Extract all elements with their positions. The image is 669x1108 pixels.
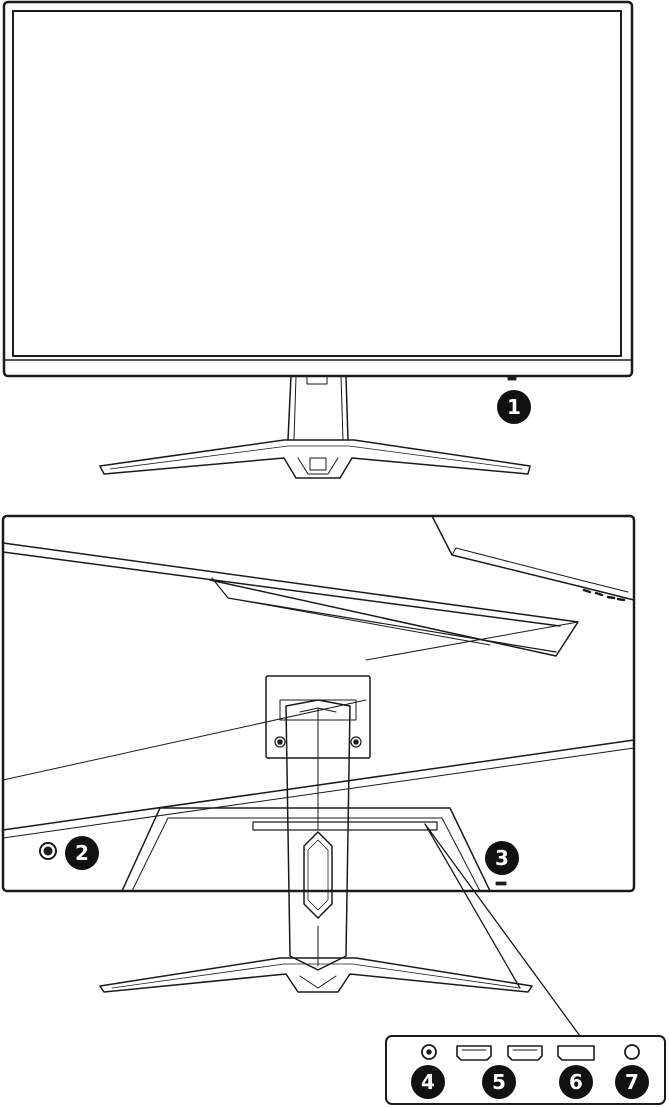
hdmi-port-icon (507, 1045, 543, 1061)
callout-7-label: 7 (625, 1070, 639, 1094)
front-bezel (2, 0, 634, 378)
dc-jack-icon (421, 1044, 437, 1060)
callout-3-label: 3 (495, 846, 509, 870)
rear-shell (1, 514, 636, 893)
callout-5: 5 (482, 1065, 516, 1099)
callout-2-label: 2 (75, 841, 89, 865)
rear-lower-frame (121, 807, 491, 892)
callout-6-label: 6 (569, 1070, 583, 1094)
callout-7: 7 (615, 1065, 649, 1099)
callout-1: 1 (497, 390, 531, 424)
displayport-icon (557, 1045, 595, 1061)
kensington-lock-icon (495, 881, 507, 886)
callout-4: 4 (411, 1065, 445, 1099)
rear-view (1, 514, 641, 1037)
callout-1-label: 1 (507, 395, 521, 419)
front-screen (12, 10, 622, 357)
hdmi-port-icon (456, 1045, 492, 1061)
port-leader-line (424, 823, 641, 1037)
callout-4-label: 4 (421, 1070, 435, 1094)
callout-3: 3 (485, 841, 519, 875)
joystick-icon (39, 842, 57, 860)
headphone-jack-icon (624, 1044, 640, 1060)
power-button-icon (507, 376, 517, 381)
rear-base (99, 957, 533, 993)
callout-5-label: 5 (492, 1070, 506, 1094)
callout-2: 2 (65, 836, 99, 870)
rear-stand-column (285, 699, 351, 971)
callout-6: 6 (559, 1065, 593, 1099)
front-view (2, 0, 634, 479)
port-detail-box (385, 1035, 666, 1105)
front-stand (99, 375, 531, 479)
